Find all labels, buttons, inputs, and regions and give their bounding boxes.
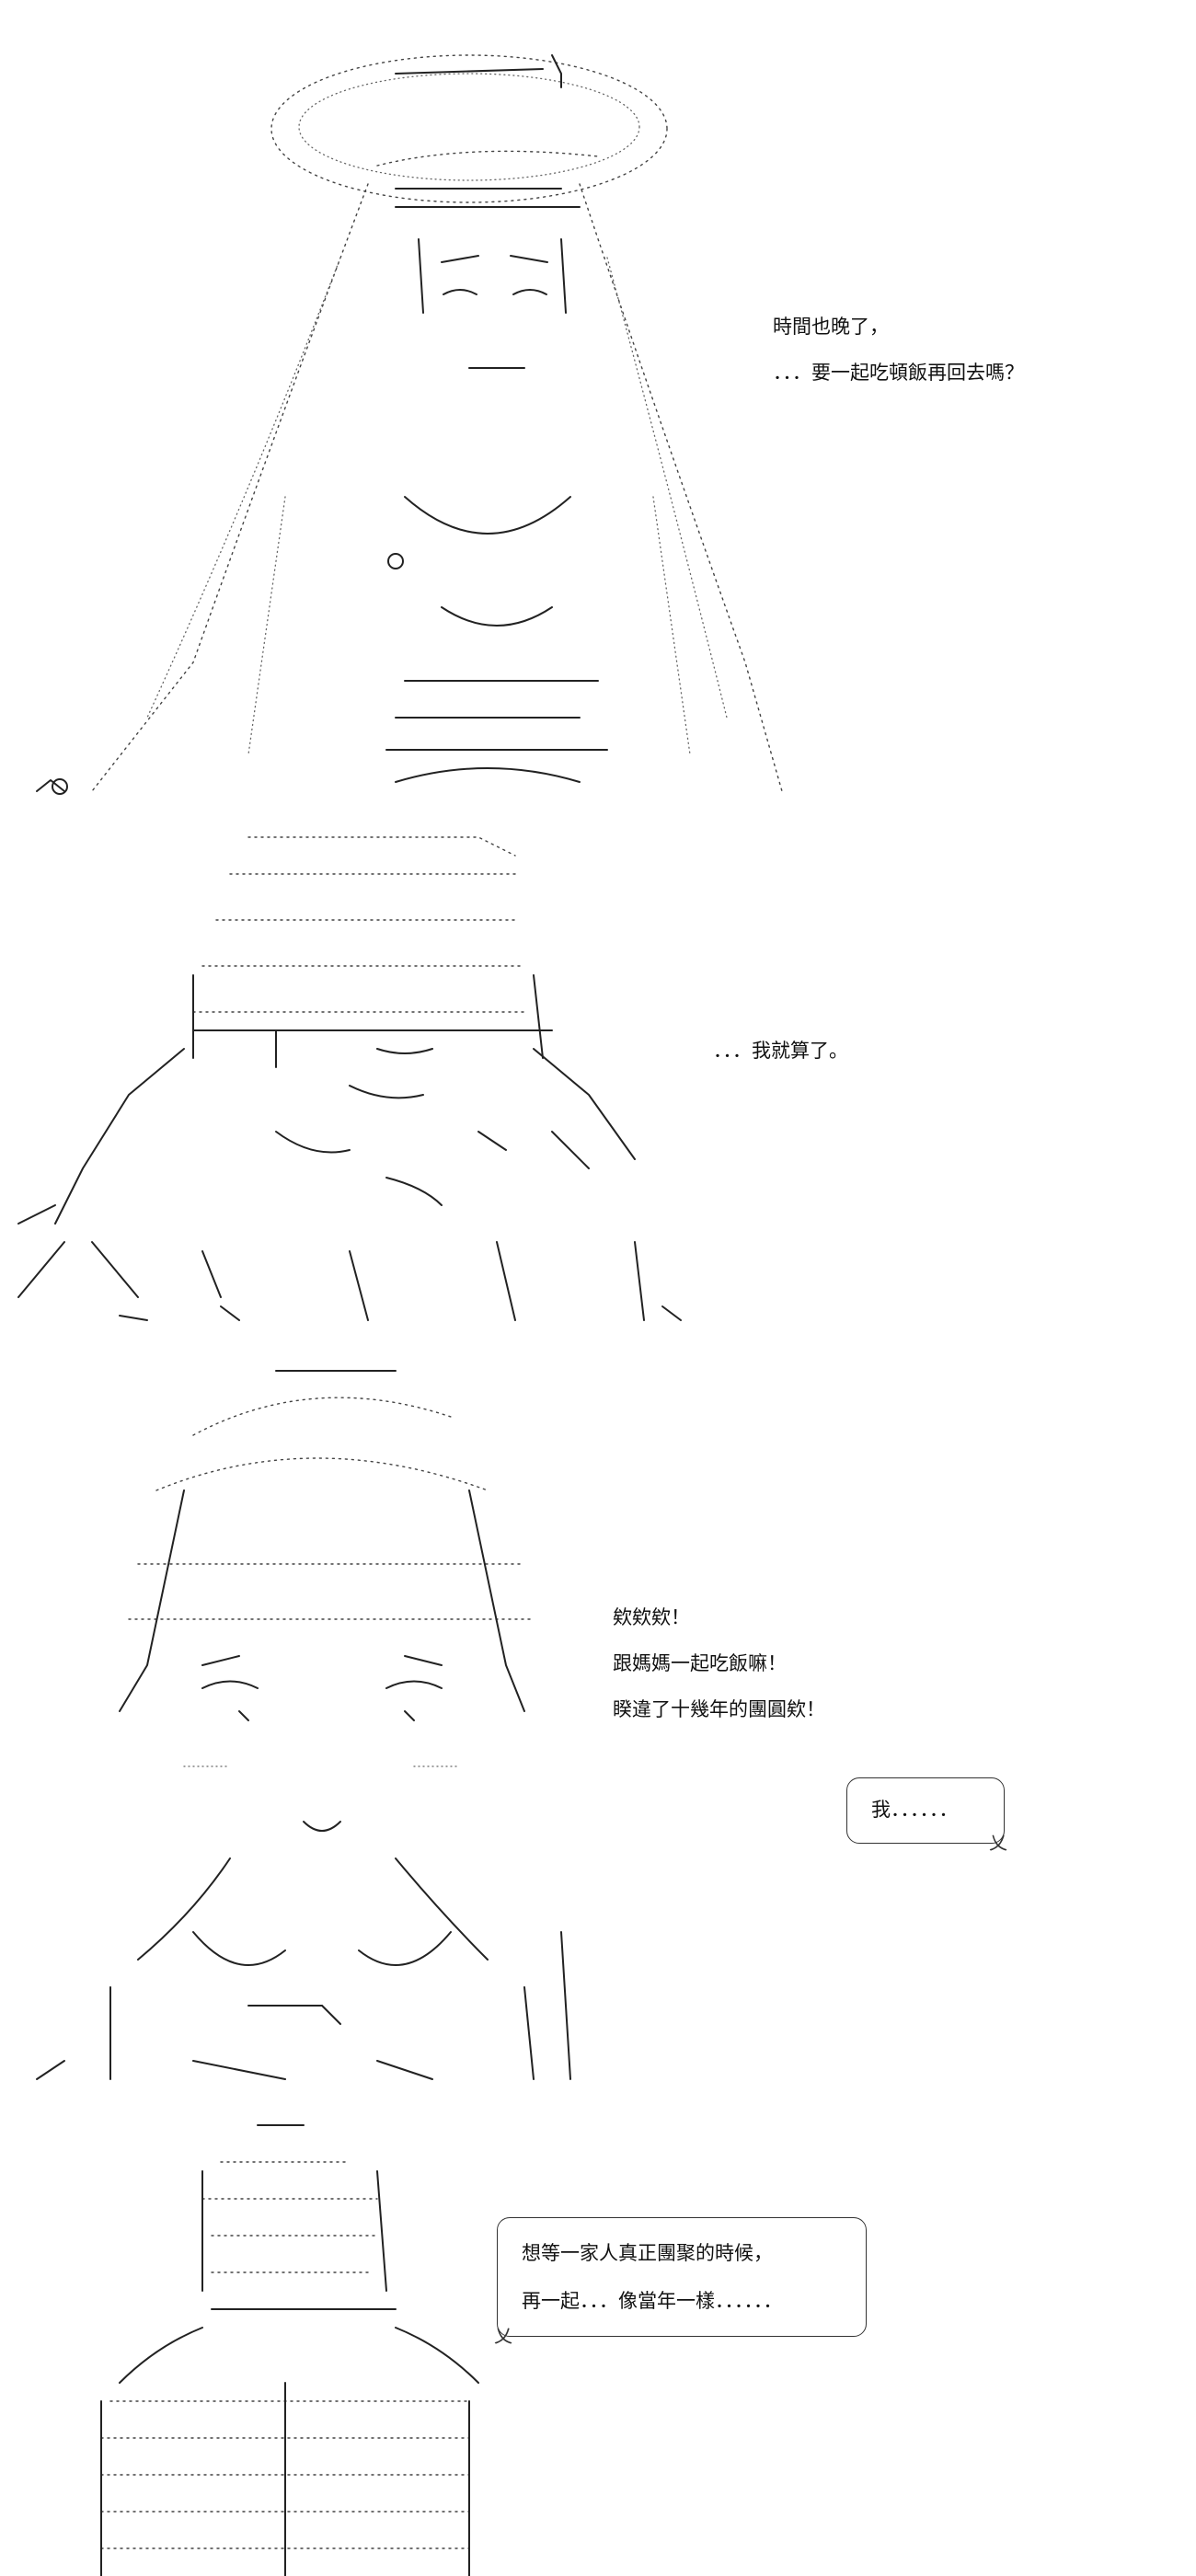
panel-2: ．．．我就算了。 [0,810,1196,1343]
panel-4: 想等一家人真正團聚的時候， 再一起．．．像當年一樣．．．．．． 乂 [0,2098,1196,2576]
panel-3: 欸欸欸！ 跟媽媽一起吃飯嘛！ 睽違了十幾年的團圓欸！ 我．．．．．． 乂 [0,1343,1196,2098]
bubble-line: 再一起．．．像當年一樣．．．．．． [522,2290,783,2312]
narration-line: 睽違了十幾年的團圓欸！ [613,1698,825,1720]
narration-line: ．．．我就算了。 [713,1040,848,1062]
narration-line: 跟媽媽一起吃飯嘛！ [613,1652,787,1674]
smiling-girl-icon [36,1370,571,2080]
turned-figure-icon [17,836,682,1321]
bubble-line: 想等一家人真正團聚的時候， [522,2242,773,2264]
bubble-line: 我．．．．．． [871,1799,959,1821]
bubble-tail-icon: 乂 [494,2325,512,2347]
back-figure-icon [100,2124,479,2576]
bubble-tail-icon: 乂 [989,1832,1007,1854]
speech-bubble: 我．．．．．． 乂 [846,1777,1007,1852]
hat-figure-icon [36,54,783,795]
speech-bubble: 想等一家人真正團聚的時候， 再一起．．．像當年一樣．．．．．． 乂 [494,2217,867,2345]
panel-1: 時間也晚了， ．．．要一起吃頓飯再回去嗎？ [0,0,1196,810]
narration-line: ．．．要一起吃頓飯再回去嗎？ [773,362,1024,384]
narration-line: 欸欸欸！ [613,1606,690,1628]
narration-line: 時間也晚了， [773,316,889,338]
